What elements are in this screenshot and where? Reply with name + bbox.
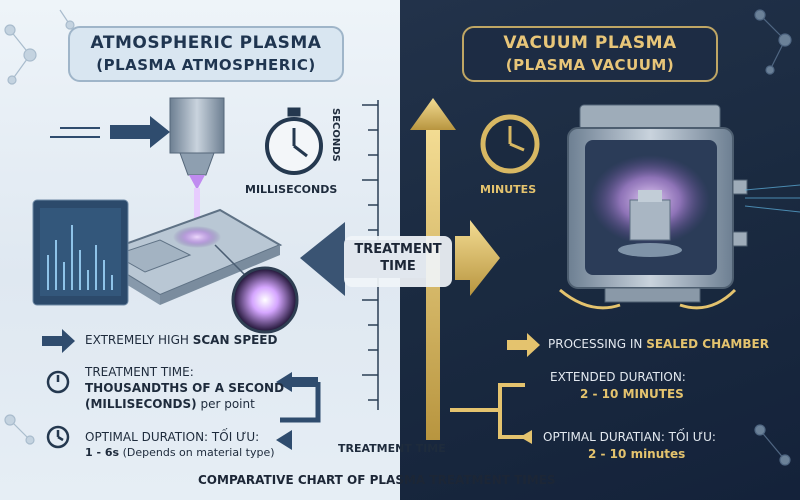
atmospheric-title: ATMOSPHERIC PLASMA xyxy=(90,33,322,53)
footer-caption: COMPARATIVE CHART OF PLASMA TREATMENT TI… xyxy=(198,473,556,487)
speed-arrow-icon xyxy=(50,116,170,148)
molecule-decoration-right xyxy=(754,9,792,466)
optimal-duration-label: OPTIMAL DURATION: TỐI ƯU: xyxy=(85,430,260,444)
treatment-time-value: THOUSANDTHS OF A SECOND xyxy=(85,381,285,395)
processing-text: PROCESSING IN SEALED CHAMBER xyxy=(548,337,769,351)
scan-speed-text: EXTREMELY HIGH SCAN SPEED xyxy=(85,333,278,347)
treatment-time-right-arrow xyxy=(455,220,500,296)
left-bracket-arrows xyxy=(280,382,321,423)
treatment-time-center-label: TREATMENT TIME xyxy=(344,236,452,287)
optimal-duration-value: 1 - 6s (Depends on material type) xyxy=(85,446,275,459)
vacuum-optimal-label: OPTIMAL DURATIAN: TỐI ƯU: xyxy=(543,430,716,444)
stopwatch-icon xyxy=(265,107,323,175)
milliseconds-label: MILLISECONDS xyxy=(245,183,338,196)
plasma-spark-zoom xyxy=(214,244,299,334)
treatment-time-label: TREATMENT TIME: xyxy=(85,365,194,379)
molecule-decoration-left xyxy=(4,9,75,445)
minutes-label: MINUTES xyxy=(480,183,537,196)
treatment-time-value-2: (MILLISECONDS) per point xyxy=(85,397,255,411)
atmospheric-subtitle: (PLASMA ATMOSPHERIC) xyxy=(96,56,316,74)
bracket-arrowhead-bottom xyxy=(276,430,292,450)
clock-icon xyxy=(480,114,540,174)
vacuum-subtitle: (PLASMA VACUUM) xyxy=(505,56,675,74)
vacuum-title-box: VACUUM PLASMA (PLASMA VACUUM) xyxy=(462,26,718,82)
extended-duration-label: EXTENDED DURATION: xyxy=(550,370,686,384)
plasma-nozzle xyxy=(169,97,225,233)
treatment-time-axis-label: TREATMENT TIME xyxy=(338,442,446,455)
energy-lines xyxy=(744,184,800,213)
right-bullet-arrows xyxy=(507,333,540,444)
right-bracket xyxy=(450,383,525,439)
small-clock-icon xyxy=(46,425,70,449)
seconds-label: SECONDS xyxy=(330,108,341,162)
vacuum-title: VACUUM PLASMA xyxy=(503,33,677,53)
vacuum-optimal-value: 2 - 10 minutes xyxy=(588,447,686,461)
extended-duration-value: 2 - 10 MINUTES xyxy=(580,387,684,401)
vacuum-chamber xyxy=(567,104,748,303)
chamber-flow-arrows xyxy=(559,288,737,310)
left-bullet-arrow-icon xyxy=(42,329,75,353)
small-stopwatch-icon xyxy=(46,370,70,394)
atmospheric-title-box: ATMOSPHERIC PLASMA (PLASMA ATMOSPHERIC) xyxy=(68,26,344,82)
monitor-chart-graphic xyxy=(32,199,129,306)
